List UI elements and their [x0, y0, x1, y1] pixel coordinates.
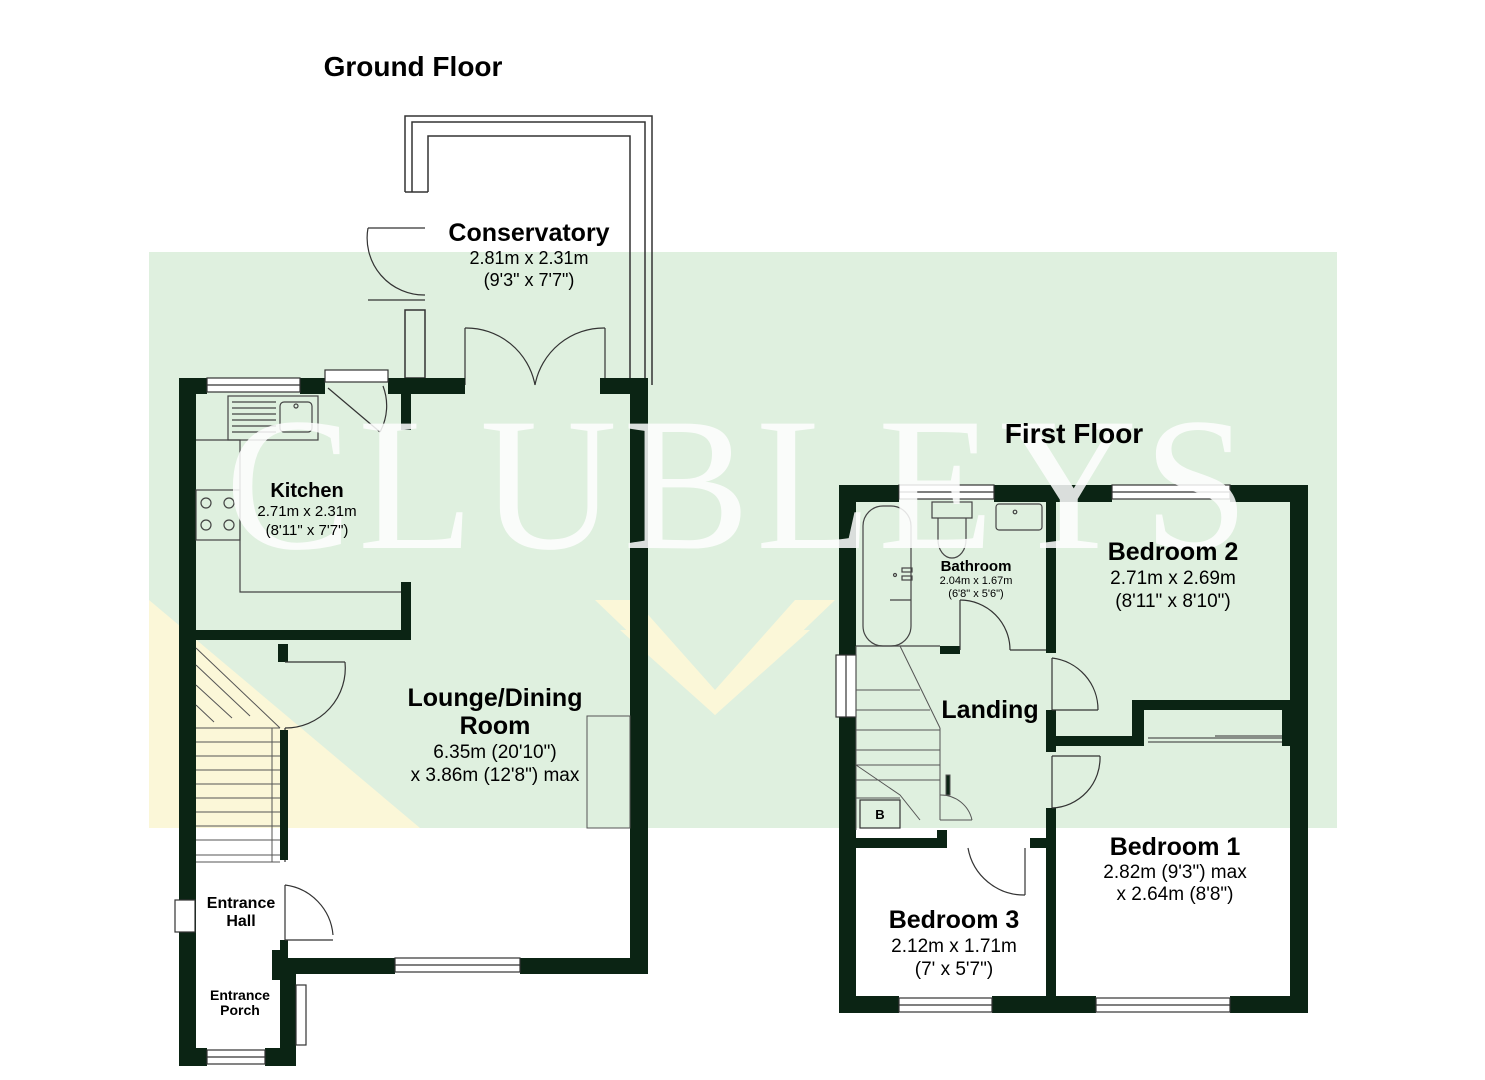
- bedroom1-name: Bedroom 1: [1110, 833, 1241, 861]
- bathroom-fittings: [856, 501, 1043, 647]
- conservatory-dim-metric: 2.81m x 2.31m: [469, 248, 588, 268]
- bathroom-dim-metric: 2.04m x 1.67m: [940, 575, 1013, 587]
- boiler-cupboard: B: [859, 799, 901, 829]
- bedroom1-door: [1051, 755, 1101, 809]
- boiler-label: B: [875, 807, 884, 822]
- conservatory-name: Conservatory: [448, 219, 609, 247]
- bedroom2-door: [1051, 657, 1099, 711]
- conservatory-frame: [404, 115, 653, 385]
- entrance-porch-name-line1: Entrance: [210, 987, 270, 1003]
- kitchen-dim-metric: 2.71m x 2.31m: [257, 503, 356, 520]
- bedroom3-name: Bedroom 3: [889, 906, 1020, 934]
- first-floor-plan: B: [835, 484, 1308, 1013]
- bedroom2-dim-metric: 2.71m x 2.69m: [1110, 568, 1236, 589]
- entrance-hall-name-line1: Entrance: [207, 895, 276, 912]
- ground-walls: [179, 378, 648, 1066]
- kitchen-fittings: [195, 395, 401, 593]
- first-windows: [835, 484, 1231, 1013]
- landing-name: Landing: [941, 696, 1038, 724]
- bathroom-name: Bathroom: [941, 558, 1012, 575]
- bedroom1-dim-line2: x 2.64m (8'8"): [1116, 884, 1233, 905]
- first-stairs: [855, 645, 973, 830]
- ground-stairs: [195, 647, 281, 863]
- ground-floor-plan: [174, 115, 653, 1066]
- bathroom-door: [959, 599, 1046, 651]
- first-floor-title: First Floor: [1005, 418, 1144, 449]
- bedroom1-dim-line1: 2.82m (9'3") max: [1103, 862, 1247, 883]
- hall-door: [284, 884, 334, 941]
- watermark-triangle: [149, 600, 420, 828]
- bedroom3-dim-metric: 2.12m x 1.71m: [891, 936, 1017, 957]
- conservatory-dim-imperial: (9'3" x 7'7"): [484, 270, 575, 290]
- bedroom3-door: [967, 847, 1026, 896]
- entrance-hall-name-line2: Hall: [226, 913, 255, 930]
- first-walls: [839, 485, 1308, 1013]
- bedroom3-dim-imperial: (7' x 5'7"): [915, 959, 993, 980]
- chimney-breast: [586, 715, 631, 829]
- watermark-text: CLUBLEYS: [225, 380, 1255, 590]
- kitchen-name: Kitchen: [270, 480, 343, 502]
- lounge-name-line2: Room: [460, 712, 531, 740]
- kitchen-back-door: [327, 385, 388, 433]
- lounge-dim-line2: x 3.86m (12'8") max: [411, 765, 580, 786]
- watermark-chevron: [595, 600, 835, 715]
- bathroom-dim-imperial: (6'8" x 5'6"): [948, 588, 1003, 600]
- entrance-porch-name-line2: Porch: [220, 1002, 260, 1018]
- bedroom2-dim-imperial: (8'11" x 8'10"): [1115, 591, 1230, 612]
- ground-windows: [174, 369, 521, 1065]
- lounge-name-line1: Lounge/Dining: [408, 684, 583, 712]
- ground-floor-title: Ground Floor: [324, 51, 503, 82]
- stair-wall: [280, 730, 288, 860]
- wardrobe-doors: [1148, 735, 1282, 743]
- bedroom2-name: Bedroom 2: [1108, 538, 1239, 566]
- kitchen-dim-imperial: (8'11" x 7'7"): [266, 522, 349, 539]
- conservatory-side-door: [366, 227, 426, 301]
- conservatory-french-doors: [464, 327, 606, 386]
- lounge-dim-line1: 6.35m (20'10"): [433, 742, 556, 763]
